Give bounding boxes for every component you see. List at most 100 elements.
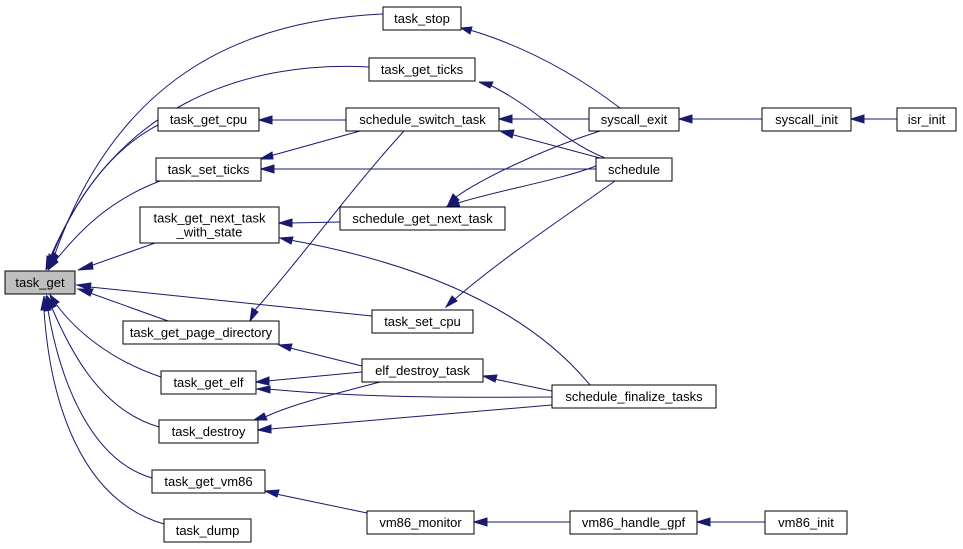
node-box <box>761 107 852 132</box>
node-task-get-cpu[interactable]: task_get_cpu <box>157 107 260 132</box>
node-label: isr_init <box>908 112 946 127</box>
node-label: task_get_cpu <box>170 112 247 127</box>
node-task-dump[interactable]: task_dump <box>163 518 252 543</box>
edge-schedule-get-next-task-to-task-get-next-task-with-state <box>277 218 341 228</box>
arrowhead-icon <box>459 26 473 35</box>
edge-schedule-to-schedule-switch-task <box>498 129 601 159</box>
node-label: vm86_init <box>778 515 834 530</box>
arrowhead-icon <box>695 517 711 527</box>
edge-line <box>509 133 601 159</box>
node-box <box>366 510 475 535</box>
edge-line <box>469 29 621 109</box>
node-box <box>595 157 673 182</box>
arrowhead-icon <box>278 236 294 245</box>
node-task-destroy[interactable]: task_destroy <box>158 419 259 444</box>
edge-task-set-cpu-to-task-get <box>75 282 373 317</box>
edge-schedule-switch-task-to-task-get-page-directory <box>249 130 405 323</box>
edge-schedule-finalize-tasks-to-elf-destroy-task <box>481 374 553 392</box>
node-box <box>361 358 484 383</box>
node-task-get-vm86[interactable]: task_get_vm86 <box>151 469 266 494</box>
edge-schedule-to-task-get-ticks <box>478 81 606 159</box>
edge-line <box>289 239 591 386</box>
arrowhead-icon <box>444 295 458 309</box>
edge-line <box>266 371 363 382</box>
node-box <box>339 206 506 231</box>
edge-schedule-switch-task-to-task-set-ticks <box>258 130 361 160</box>
node-label: task_get_page_directory <box>130 325 273 340</box>
arrowhead-icon <box>45 255 54 271</box>
arrowhead-icon <box>258 151 274 160</box>
node-box <box>569 510 698 535</box>
edge-elf-destroy-task-to-task-get-elf <box>254 371 363 386</box>
edge-line <box>269 404 553 430</box>
node-label: task_dump <box>176 523 240 538</box>
node-syscall-init[interactable]: syscall_init <box>761 107 852 132</box>
node-task-get[interactable]: task_get <box>4 270 76 295</box>
arrowhead-icon <box>249 307 259 323</box>
node-elf-destroy-task[interactable]: elf_destroy_task <box>361 358 484 383</box>
edge-line <box>275 493 368 514</box>
node-vm86-handle-gpf[interactable]: vm86_handle_gpf <box>569 510 698 535</box>
arrowhead-icon <box>497 114 513 124</box>
arrowhead-icon <box>481 374 498 383</box>
node-box <box>158 419 259 444</box>
edge-line <box>289 221 341 224</box>
arrowhead-icon <box>77 261 94 271</box>
arrowhead-icon <box>254 376 270 386</box>
edge-line <box>455 130 601 198</box>
node-task-set-cpu[interactable]: task_set_cpu <box>371 309 474 334</box>
edge-line <box>47 309 153 479</box>
edge-schedule-finalize-tasks-to-task-get-elf <box>255 385 553 398</box>
node-label: schedule <box>608 162 660 177</box>
arrowhead-icon <box>277 218 293 228</box>
arrowhead-icon <box>446 193 460 207</box>
node-task-stop[interactable]: task_stop <box>382 6 462 31</box>
node-syscall-exit[interactable]: syscall_exit <box>588 107 680 132</box>
node-task-set-ticks[interactable]: task_set_ticks <box>155 157 262 182</box>
node-label: _with_state <box>176 225 243 240</box>
arrowhead-icon <box>478 81 494 89</box>
node-schedule-finalize-tasks[interactable]: schedule_finalize_tasks <box>551 384 717 409</box>
node-label: task_get_next_task <box>153 211 266 226</box>
edge-schedule-switch-task-to-task-get-cpu <box>257 115 346 125</box>
edge-task-get-cpu-to-task-get <box>45 124 159 271</box>
node-schedule[interactable]: schedule <box>595 157 673 182</box>
edge-vm86-init-to-vm86-handle-gpf <box>695 517 765 527</box>
edge-syscall-exit-to-schedule-switch-task <box>497 114 589 124</box>
node-vm86-init[interactable]: vm86_init <box>764 510 848 535</box>
node-box <box>4 270 76 295</box>
edge-line <box>454 180 616 300</box>
edge-schedule-finalize-tasks-to-task-destroy <box>256 404 553 434</box>
edge-vm86-monitor-to-task-get-vm86 <box>263 489 368 514</box>
node-vm86-monitor[interactable]: vm86_monitor <box>366 510 475 535</box>
node-task-get-elf[interactable]: task_get_elf <box>160 370 257 395</box>
node-schedule-get-next-task[interactable]: schedule_get_next_task <box>339 206 506 231</box>
edge-schedule-to-schedule-get-next-task <box>444 165 597 208</box>
edge-line <box>269 130 361 157</box>
node-label: schedule_switch_task <box>359 112 486 127</box>
node-box <box>139 206 280 244</box>
edge-line <box>289 347 363 367</box>
node-isr-init[interactable]: isr_init <box>896 107 957 132</box>
arrowhead-icon <box>255 385 271 394</box>
node-schedule-switch-task[interactable]: schedule_switch_task <box>345 107 500 132</box>
node-label: task_get_ticks <box>381 62 464 77</box>
node-box <box>122 320 280 345</box>
edge-line <box>89 292 169 322</box>
node-task-get-next-task-with-state[interactable]: task_get_next_task_with_state <box>139 206 280 244</box>
arrowhead-icon <box>47 256 59 271</box>
edge-line <box>54 13 384 255</box>
edge-line <box>267 388 553 398</box>
arrowhead-icon <box>76 288 94 297</box>
node-box <box>371 309 474 334</box>
edge-line <box>457 165 597 204</box>
node-task-get-page-directory[interactable]: task_get_page_directory <box>122 320 280 345</box>
node-label: task_stop <box>394 11 450 26</box>
node-label: schedule_get_next_task <box>352 211 493 226</box>
node-task-get-ticks[interactable]: task_get_ticks <box>368 57 476 82</box>
edge-schedule-finalize-tasks-to-task-get-next-task-with-state <box>278 236 591 386</box>
arrowhead-icon <box>677 114 693 124</box>
arrowhead-icon <box>40 295 48 311</box>
edge-schedule-to-task-set-cpu <box>444 180 616 309</box>
arrowhead-icon <box>252 412 268 421</box>
